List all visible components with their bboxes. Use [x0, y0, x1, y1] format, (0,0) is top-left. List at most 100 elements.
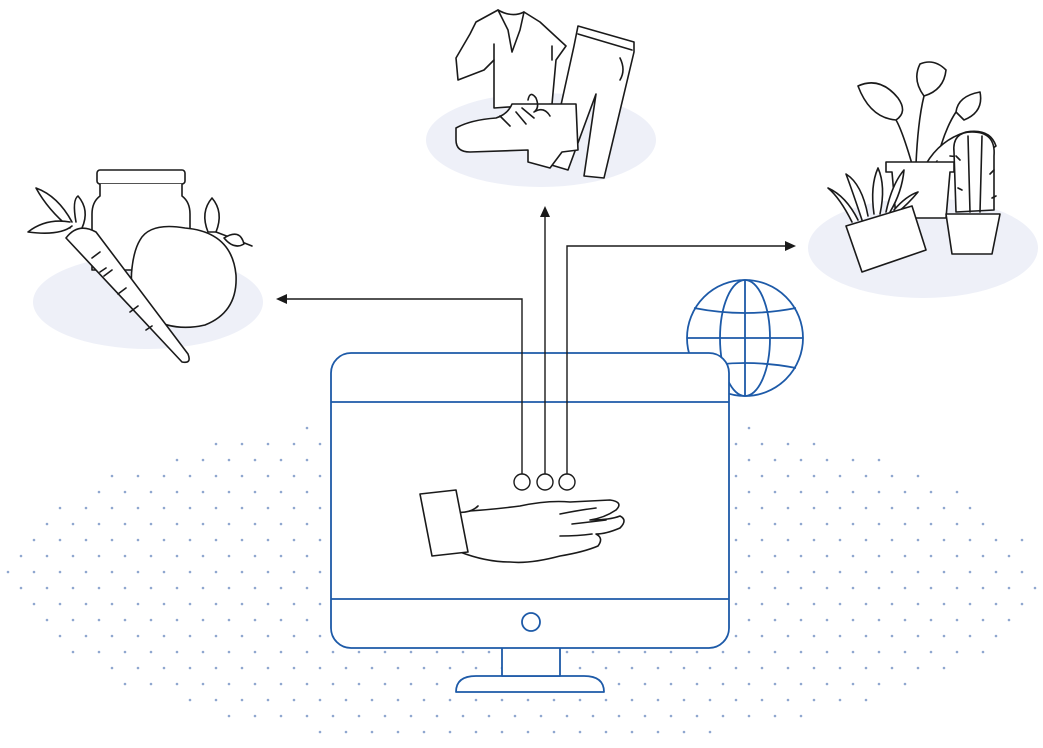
background-dot	[280, 587, 283, 590]
background-dot	[852, 523, 855, 526]
background-dot	[748, 427, 751, 430]
background-dot	[306, 619, 309, 622]
background-dot	[657, 667, 660, 670]
background-dot	[189, 539, 192, 542]
background-dot	[774, 619, 777, 622]
background-dot	[85, 635, 88, 638]
background-dot	[748, 715, 751, 718]
background-dot	[891, 571, 894, 574]
background-dot	[306, 683, 309, 686]
background-dot	[98, 491, 101, 494]
background-dot	[150, 619, 153, 622]
background-dot	[254, 459, 257, 462]
background-dot	[267, 571, 270, 574]
background-dot	[956, 491, 959, 494]
background-dot	[787, 603, 790, 606]
background-dot	[488, 651, 491, 654]
background-dot	[228, 491, 231, 494]
background-dot	[189, 667, 192, 670]
background-dot	[722, 683, 725, 686]
background-dot	[709, 667, 712, 670]
background-dot	[319, 539, 322, 542]
background-dot	[176, 587, 179, 590]
background-dot	[293, 603, 296, 606]
background-dot	[319, 731, 322, 734]
background-dot	[813, 699, 816, 702]
background-dot	[241, 507, 244, 510]
background-dot	[904, 651, 907, 654]
background-dot	[618, 683, 621, 686]
background-dot	[267, 667, 270, 670]
background-dot	[111, 667, 114, 670]
background-dot	[423, 667, 426, 670]
background-dot	[20, 555, 23, 558]
background-dot	[215, 603, 218, 606]
background-dot	[826, 491, 829, 494]
background-dot	[202, 555, 205, 558]
background-dot	[696, 683, 699, 686]
background-dot	[787, 667, 790, 670]
background-dot	[761, 667, 764, 670]
background-dot	[787, 443, 790, 446]
background-dot	[189, 571, 192, 574]
background-dot	[189, 475, 192, 478]
background-dot	[670, 715, 673, 718]
background-dot	[332, 651, 335, 654]
background-dot	[254, 715, 257, 718]
background-dot	[761, 475, 764, 478]
background-dot	[540, 715, 543, 718]
background-dot	[462, 715, 465, 718]
background-dot	[566, 651, 569, 654]
background-dot	[163, 667, 166, 670]
background-dot	[891, 635, 894, 638]
background-dot	[293, 635, 296, 638]
background-dot	[683, 699, 686, 702]
background-dot	[592, 651, 595, 654]
background-dot	[826, 459, 829, 462]
background-dot	[813, 475, 816, 478]
background-dot	[345, 667, 348, 670]
background-dot	[800, 619, 803, 622]
background-dot	[241, 571, 244, 574]
background-dot	[319, 443, 322, 446]
background-dot	[644, 683, 647, 686]
background-dot	[267, 539, 270, 542]
background-dot	[839, 667, 842, 670]
background-dot	[241, 475, 244, 478]
background-dot	[761, 699, 764, 702]
background-dot	[215, 667, 218, 670]
background-dot	[1021, 539, 1024, 542]
background-dot	[839, 571, 842, 574]
background-dot	[748, 683, 751, 686]
background-dot	[150, 523, 153, 526]
background-dot	[176, 491, 179, 494]
background-dot	[605, 699, 608, 702]
background-dot	[410, 651, 413, 654]
background-dot	[774, 651, 777, 654]
background-dot	[826, 619, 829, 622]
background-dot	[839, 475, 842, 478]
background-dot	[176, 523, 179, 526]
background-dot	[878, 555, 881, 558]
background-dot	[267, 475, 270, 478]
background-dot	[852, 459, 855, 462]
background-dot	[657, 731, 660, 734]
background-dot	[319, 635, 322, 638]
background-dot	[163, 539, 166, 542]
background-dot	[345, 731, 348, 734]
background-dot	[761, 507, 764, 510]
background-dot	[163, 571, 166, 574]
background-dot	[917, 667, 920, 670]
background-dot	[878, 491, 881, 494]
background-dot	[826, 683, 829, 686]
background-dot	[241, 539, 244, 542]
background-dot	[709, 699, 712, 702]
background-dot	[176, 683, 179, 686]
background-dot	[813, 603, 816, 606]
background-dot	[228, 555, 231, 558]
background-dot	[306, 459, 309, 462]
background-dot	[59, 603, 62, 606]
background-dot	[137, 603, 140, 606]
background-dot	[800, 491, 803, 494]
background-dot	[59, 635, 62, 638]
